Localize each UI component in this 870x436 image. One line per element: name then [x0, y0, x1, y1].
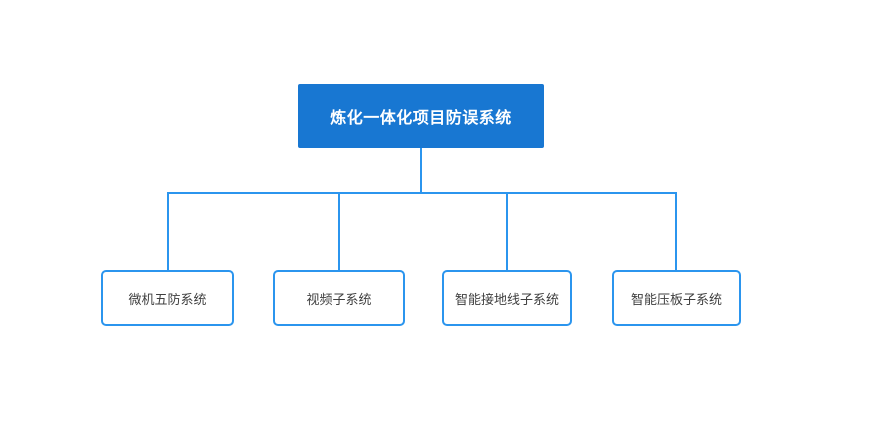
root-node[interactable]: 炼化一体化项目防误系统 [298, 84, 544, 148]
connector-root-stem [420, 148, 422, 192]
child-node-1-label: 微机五防系统 [128, 291, 207, 307]
child-node-1[interactable]: 微机五防系统 [101, 270, 234, 326]
connector-horizontal-bus [167, 192, 677, 194]
child-node-3[interactable]: 智能接地线子系统 [442, 270, 572, 326]
child-node-2[interactable]: 视频子系统 [273, 270, 405, 326]
connector-drop-child-4 [675, 192, 677, 270]
connector-drop-child-1 [167, 192, 169, 270]
connector-drop-child-2 [338, 192, 340, 270]
child-node-4[interactable]: 智能压板子系统 [612, 270, 741, 326]
child-node-3-label: 智能接地线子系统 [454, 291, 559, 307]
root-node-label: 炼化一体化项目防误系统 [330, 110, 512, 127]
connector-drop-child-3 [506, 192, 508, 270]
child-node-2-label: 视频子系统 [306, 291, 372, 307]
child-node-4-label: 智能压板子系统 [630, 291, 722, 307]
